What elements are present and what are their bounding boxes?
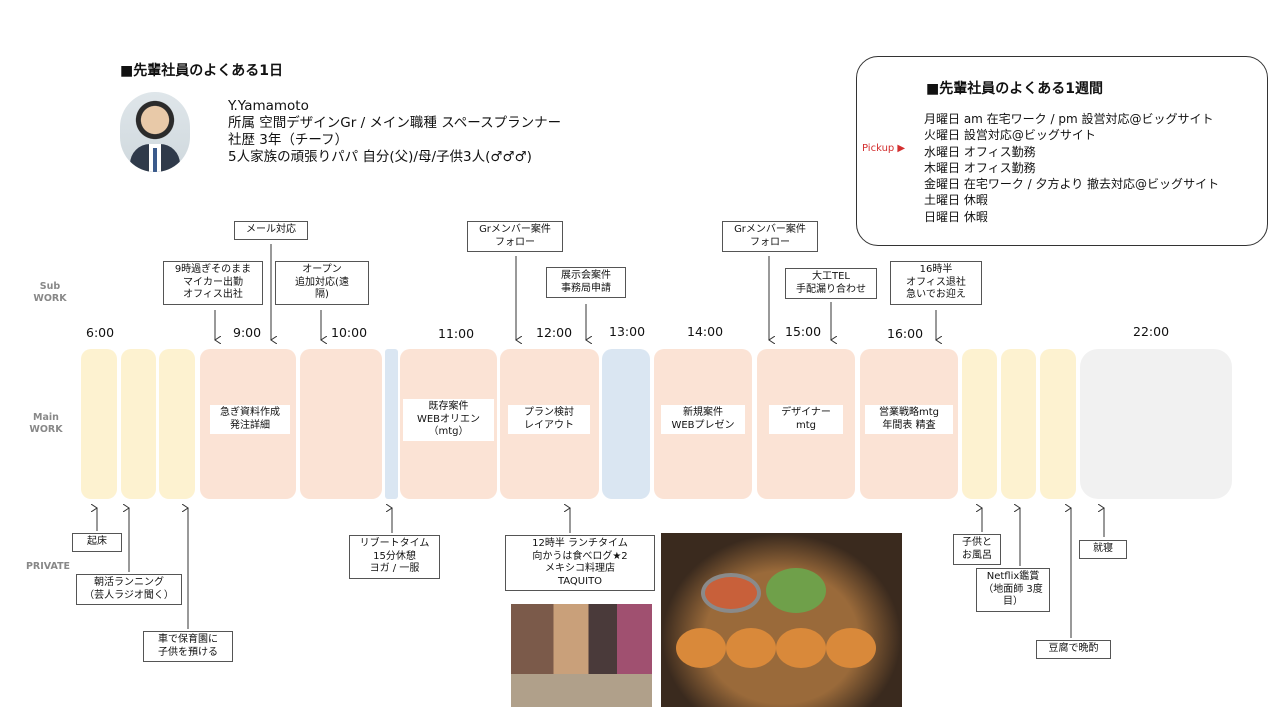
time-label: 9:00 — [233, 325, 262, 340]
restaurant-photo — [511, 604, 652, 707]
week-day: 月曜日 am 在宅ワーク / pm 設営対応@ビッグサイト — [924, 112, 1214, 126]
time-label: 22:00 — [1133, 324, 1170, 339]
slot-10-00 — [300, 349, 382, 499]
sub-task: 16時半 オフィス退社 急いでお迎え — [890, 261, 982, 305]
slot-evening-2 — [1001, 349, 1036, 499]
profile-line1: 所属 空間デザインGr / メイン職種 スペースプランナー — [228, 115, 562, 131]
profile-line3: 5人家族の頑張りパパ 自分(父)/母/子供3人(♂♂♂) — [228, 149, 532, 165]
main-task: デザイナー mtg — [769, 405, 843, 434]
time-label: 11:00 — [438, 326, 475, 341]
time-label: 15:00 — [785, 324, 822, 339]
main-task: 急ぎ資料作成 発注詳細 — [210, 405, 290, 434]
pickup-marker: Pickup ▶ — [862, 143, 906, 154]
avatar — [120, 92, 190, 172]
profile-name: Y.Yamamoto — [228, 98, 309, 114]
week-day: 火曜日 設営対応@ビッグサイト — [924, 128, 1096, 143]
row-label-sub: Sub WORK — [33, 281, 67, 304]
main-task: プラン検討 レイアウト — [508, 405, 590, 434]
week-box — [856, 56, 1268, 246]
private-task: 朝活ランニング （芸人ラジオ聞く） — [76, 574, 182, 605]
profile-line2: 社歴 3年（チーフ） — [228, 132, 349, 148]
time-label: 13:00 — [609, 324, 646, 339]
time-label: 10:00 — [331, 325, 368, 340]
private-task: 12時半 ランチタイム 向かうは食べログ★2 メキシコ料理店 TAQUITO — [505, 535, 655, 591]
sub-task: 大工TEL 手配漏り合わせ — [785, 268, 877, 299]
week-list: 月曜日 am 在宅ワーク / pm 設営対応@ビッグサイト 火曜日 設営対応@ビ… — [924, 111, 1219, 225]
week-day: 金曜日 在宅ワーク / 夕方より 撤去対応@ビッグサイト — [924, 177, 1220, 192]
slot-evening-3 — [1040, 349, 1076, 499]
tacos-photo — [661, 533, 902, 707]
private-task: 起床 — [72, 533, 122, 552]
time-label: 16:00 — [887, 326, 924, 341]
week-day: 土曜日 休暇 — [924, 193, 988, 208]
slot-22-00 — [1080, 349, 1232, 499]
page-title: ■先輩社員のよくある1日 — [120, 63, 283, 79]
slot-evening-1 — [962, 349, 997, 499]
private-task: 豆腐で晩酌 — [1036, 640, 1111, 659]
time-label: 12:00 — [536, 325, 573, 340]
private-task: 就寝 — [1079, 540, 1127, 559]
week-day: 水曜日 オフィス勤務 — [924, 144, 1036, 159]
private-task: 子供と お風呂 — [953, 534, 1001, 565]
slot-break — [385, 349, 398, 499]
slot-13-00 — [602, 349, 650, 499]
main-task: 新規案件 WEBプレゼン — [661, 405, 745, 434]
private-task: 車で保育園に 子供を預ける — [143, 631, 233, 662]
sub-task: 展示会案件 事務局申請 — [546, 267, 626, 298]
week-title: ■先輩社員のよくある1週間 — [926, 81, 1103, 97]
sub-task: メール対応 — [234, 221, 308, 240]
time-label: 14:00 — [687, 324, 724, 339]
private-task: リブートタイム 15分休憩 ヨガ / 一服 — [349, 535, 440, 579]
sub-task: Grメンバー案件 フォロー — [722, 221, 818, 252]
slot-7-00 — [121, 349, 156, 499]
profile: Y.Yamamoto 所属 空間デザインGr / メイン職種 スペースプランナー… — [228, 98, 561, 166]
slot-6-00 — [81, 349, 117, 499]
sub-task: オープン 追加対応(遠 隔) — [275, 261, 369, 305]
row-label-main: Main WORK — [29, 412, 63, 435]
time-label: 6:00 — [86, 325, 115, 340]
main-task: 営業戦略mtg 年間表 精査 — [865, 405, 953, 434]
sub-task: Grメンバー案件 フォロー — [467, 221, 563, 252]
slot-8-00 — [159, 349, 195, 499]
main-task: 既存案件 WEBオリエン （mtg） — [403, 399, 494, 441]
week-day: 木曜日 オフィス勤務 — [924, 160, 1036, 175]
row-label-private: PRIVATE — [25, 561, 71, 572]
sub-task: 9時過ぎそのまま マイカー出勤 オフィス出社 — [163, 261, 263, 305]
week-day: 日曜日 休暇 — [924, 209, 988, 224]
private-task: Netflix鑑賞 （地面師 3度 目） — [976, 568, 1050, 612]
